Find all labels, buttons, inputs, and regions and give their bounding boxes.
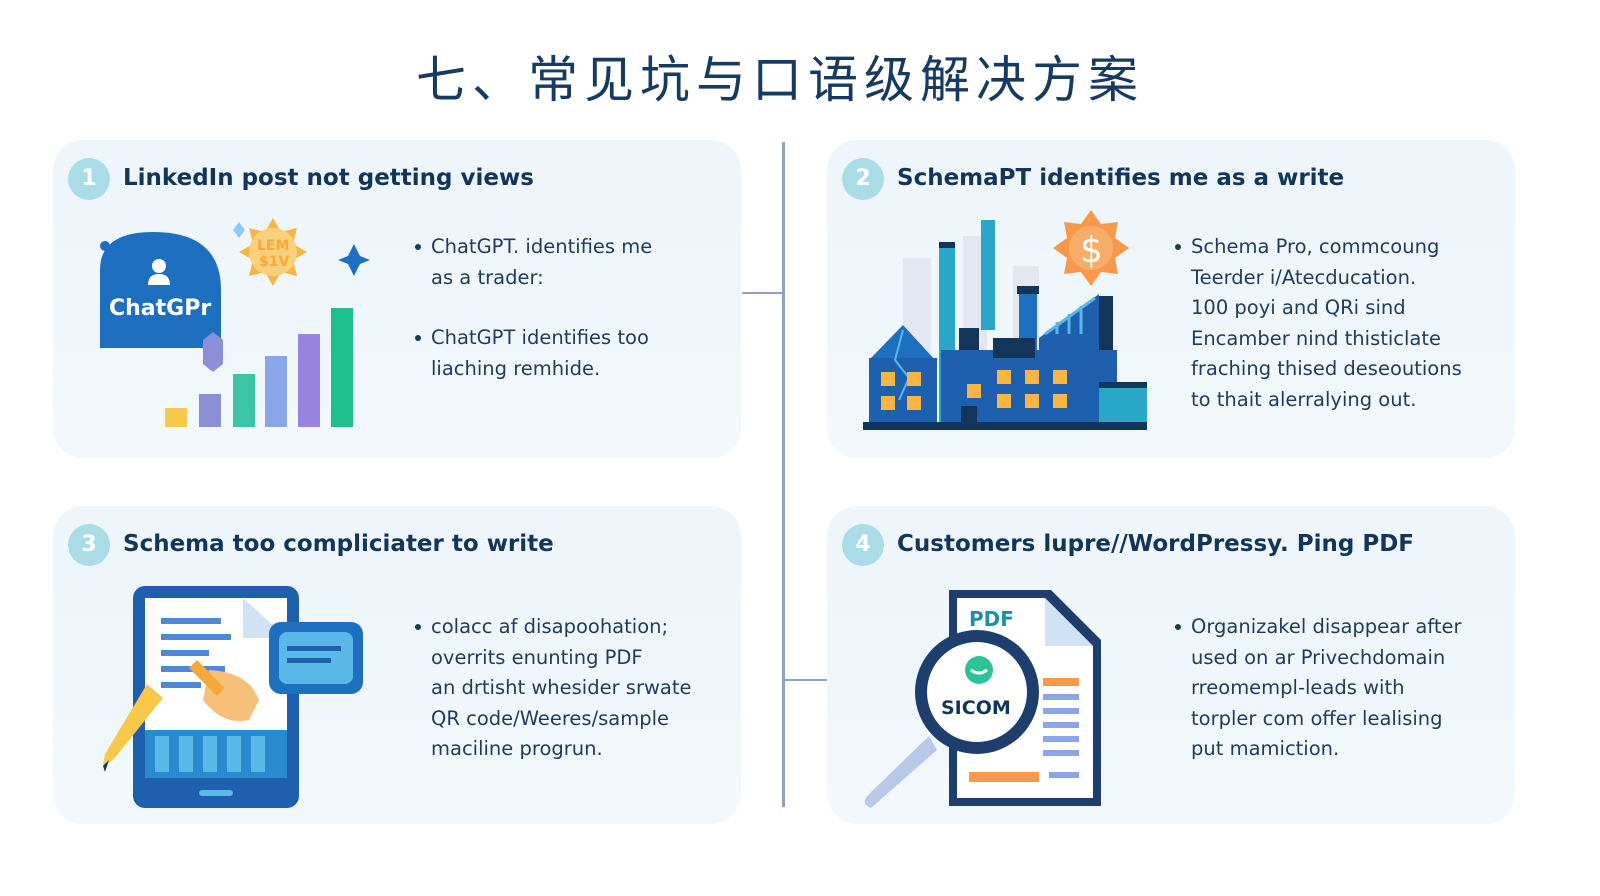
- card-number-badge: 4: [842, 524, 884, 566]
- card-heading: SchemaPT identifies me as a write: [897, 165, 1345, 191]
- factory-dollar-icon: $: [863, 210, 1147, 430]
- tablet-document-pencil-icon: [103, 586, 363, 808]
- card-number-badge: 2: [842, 158, 884, 200]
- card-schema-identifies: 2 SchemaPT identifies me as a write $: [827, 140, 1515, 458]
- card-bullet-list: Schema Pro, commcoung Teerder i/Atecduca…: [1173, 232, 1503, 445]
- card-bullet-list: ChatGPT. identifies me as a trader: Chat…: [413, 232, 723, 414]
- card-wordpress-pdf: 4 Customers lupre//WordPressy. Ping PDF …: [827, 506, 1515, 824]
- page-title: 七、常见坑与口语级解决方案: [416, 51, 1144, 109]
- chatgpt-bar-chart-icon: ChatGPr LEM $1V: [100, 218, 370, 427]
- divider-connector-top: [742, 292, 782, 294]
- card-schema-complicated: 3 Schema too compliciater to write colac…: [53, 506, 741, 824]
- svg-text:PDF: PDF: [969, 607, 1014, 631]
- bullet-item: colacc af disapoohation; overrits enunti…: [413, 612, 733, 765]
- pdf-magnifier-icon: PDF SICOM: [864, 590, 1101, 808]
- card-heading: Customers lupre//WordPressy. Ping PDF: [897, 531, 1415, 557]
- bullet-item: ChatGPT identifies too liaching remhide.: [413, 323, 723, 384]
- card-number-badge: 3: [68, 524, 110, 566]
- svg-text:$1V: $1V: [259, 254, 289, 270]
- card-number-badge: 1: [68, 158, 110, 200]
- bullet-item: Schema Pro, commcoung Teerder i/Atecduca…: [1173, 232, 1503, 415]
- svg-text:ChatGPr: ChatGPr: [109, 296, 211, 321]
- svg-text:LEM: LEM: [257, 238, 289, 254]
- card-heading: Schema too compliciater to write: [123, 531, 554, 557]
- svg-text:SICOM: SICOM: [941, 697, 1011, 719]
- card-bullet-list: colacc af disapoohation; overrits enunti…: [413, 612, 733, 795]
- card-bullet-list: Organizakel disappear after used on ar P…: [1173, 612, 1503, 795]
- bullet-item: ChatGPT. identifies me as a trader:: [413, 232, 723, 293]
- card-linkedin-views: 1 LinkedIn post not getting views ChatGP…: [53, 140, 741, 458]
- divider-connector-bottom: [785, 679, 827, 681]
- vertical-divider: [782, 142, 785, 807]
- svg-text:$: $: [1080, 230, 1103, 271]
- card-heading: LinkedIn post not getting views: [123, 165, 534, 191]
- bullet-item: Organizakel disappear after used on ar P…: [1173, 612, 1503, 765]
